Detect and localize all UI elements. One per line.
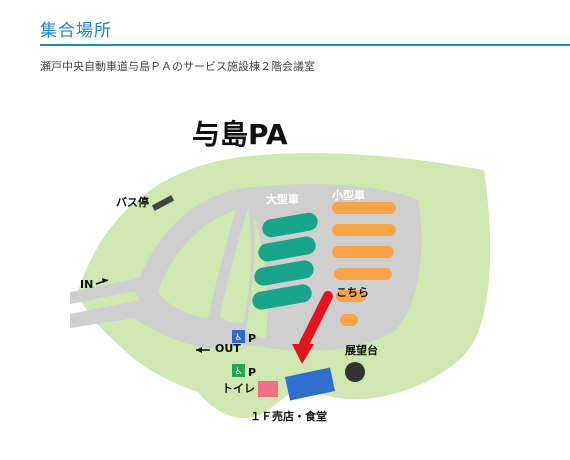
large-car-stall [262, 212, 318, 238]
here-label: こちら [336, 286, 369, 299]
large-car-stall [258, 236, 316, 262]
bus-stop-label: バス停 [116, 195, 149, 209]
large-car-stall [252, 284, 312, 310]
observation-deck-label: 展望台 [344, 343, 378, 357]
exit-label: OUT [215, 342, 241, 355]
family-parking-icon [232, 364, 245, 377]
entrance-label: IN [80, 278, 93, 291]
accessible-parking-glyph: ♿ [234, 333, 242, 343]
exit-arrowhead [196, 347, 202, 353]
bus-stop-marker [151, 195, 175, 211]
small-car-stall [332, 202, 396, 214]
shop-restaurant-label: １Ｆ売店・食堂 [250, 409, 327, 423]
small-car-stall [340, 314, 358, 326]
toilet-label: トイレ [222, 382, 255, 395]
service-building [285, 367, 335, 401]
large-car-label: 大型車 [266, 192, 299, 206]
small-car-label: 小型車 [331, 188, 365, 202]
here-arrow [292, 291, 333, 364]
toilet-building [258, 381, 278, 397]
map-svg: 与島PA 大型車 小型車 バス停 IN OUT ♿ P ♿ P こちら [40, 82, 510, 452]
large-car-stall [254, 260, 314, 286]
section-heading-text: 集合場所 [40, 21, 112, 41]
small-car-stalls [332, 202, 396, 326]
meeting-place-description: 瀬戸中央自動車道与島ＰＡのサービス施設棟２階会議室 [40, 60, 315, 73]
accessible-parking-icon [232, 330, 245, 343]
small-car-stall [336, 290, 366, 302]
large-car-stalls [252, 212, 318, 310]
entrance-ramp [70, 276, 150, 304]
inner-island-middle [220, 208, 251, 323]
section-heading: 集合場所 [40, 18, 570, 46]
small-car-stall [332, 246, 394, 258]
entrance-arrowhead [102, 278, 108, 283]
map-title: 与島PA [192, 118, 288, 151]
small-car-stall [334, 268, 392, 280]
map-image: 与島PA 大型車 小型車 バス停 IN OUT ♿ P ♿ P こちら [40, 82, 510, 452]
family-parking-glyph: ♿ [234, 367, 242, 377]
accessible-parking-label: P [248, 332, 256, 345]
observation-deck-marker [345, 362, 365, 382]
small-car-stall [332, 224, 396, 236]
inner-island-left [158, 210, 236, 318]
here-arrowhead-icon [292, 344, 314, 364]
exit-ramp [70, 300, 208, 348]
family-parking-label: P [248, 366, 256, 379]
